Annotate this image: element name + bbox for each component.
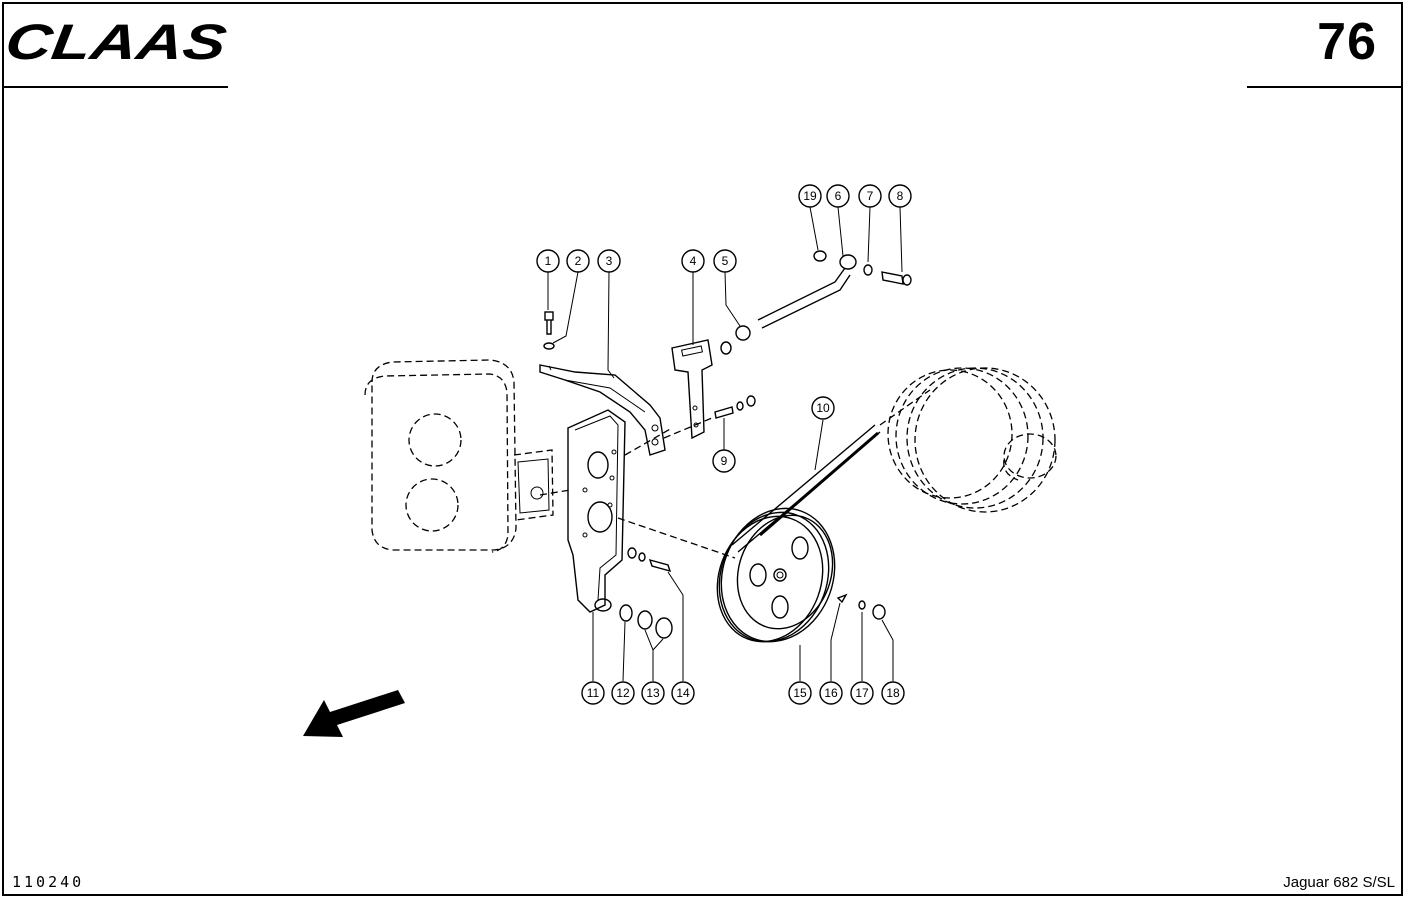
callout-15: 15 xyxy=(788,681,812,705)
adjusting-plate xyxy=(671,339,713,440)
svg-text:14: 14 xyxy=(676,686,690,700)
callout-6: 6 xyxy=(826,184,850,208)
callout-13: 13 xyxy=(641,681,665,705)
svg-text:11: 11 xyxy=(587,686,600,700)
logo-underline xyxy=(2,86,228,88)
callout-4: 4 xyxy=(681,249,705,273)
callout-16: 16 xyxy=(819,681,843,705)
svg-text:19: 19 xyxy=(803,189,817,203)
svg-text:2: 2 xyxy=(575,254,582,268)
svg-text:13: 13 xyxy=(646,686,660,700)
brand-logo-text: CLAAS xyxy=(8,14,230,66)
svg-text:9: 9 xyxy=(721,454,728,468)
mounting-plate xyxy=(567,409,626,613)
callout-17: 17 xyxy=(850,681,874,705)
alignment-lines xyxy=(539,417,736,559)
callout-10: 10 xyxy=(811,396,835,420)
page-number: 76 xyxy=(1317,13,1377,71)
gearbox-housing xyxy=(364,359,554,553)
svg-text:6: 6 xyxy=(835,189,842,203)
tension-rod xyxy=(757,254,857,329)
svg-text:8: 8 xyxy=(897,189,904,203)
svg-text:12: 12 xyxy=(616,686,630,700)
model-name: Jaguar 682 S/SL xyxy=(1283,874,1395,891)
callout-12: 12 xyxy=(611,681,635,705)
svg-text:3: 3 xyxy=(606,254,613,268)
svg-text:1: 1 xyxy=(545,254,552,268)
svg-text:18: 18 xyxy=(886,686,900,700)
belt-pulley xyxy=(716,507,836,643)
svg-text:5: 5 xyxy=(722,254,729,268)
drum-pulley xyxy=(887,367,1057,513)
claas-logo: CLAAS xyxy=(8,14,230,66)
svg-text:10: 10 xyxy=(816,401,830,415)
callout-2: 2 xyxy=(566,249,590,273)
callout-9: 9 xyxy=(712,449,736,473)
leader-lines xyxy=(547,206,903,682)
callout-1: 1 xyxy=(536,249,560,273)
callout-5: 5 xyxy=(713,249,737,273)
svg-text:15: 15 xyxy=(793,686,807,700)
callout-3: 3 xyxy=(597,249,621,273)
fasteners xyxy=(543,250,912,639)
v-belt xyxy=(731,389,931,553)
callout-8: 8 xyxy=(888,184,912,208)
callout-14: 14 xyxy=(671,681,695,705)
svg-text:17: 17 xyxy=(855,686,869,700)
svg-text:16: 16 xyxy=(824,686,838,700)
svg-text:4: 4 xyxy=(690,254,697,268)
page-number-underline xyxy=(1247,86,1403,88)
callout-18: 18 xyxy=(881,681,905,705)
bracket xyxy=(539,364,666,456)
svg-text:7: 7 xyxy=(867,189,874,203)
callout-7: 7 xyxy=(858,184,882,208)
callout-11: 11 xyxy=(581,681,605,705)
callout-19: 19 xyxy=(798,184,822,208)
drawing-number: 110240 xyxy=(12,873,85,891)
travel-direction-arrow-icon xyxy=(303,690,405,737)
